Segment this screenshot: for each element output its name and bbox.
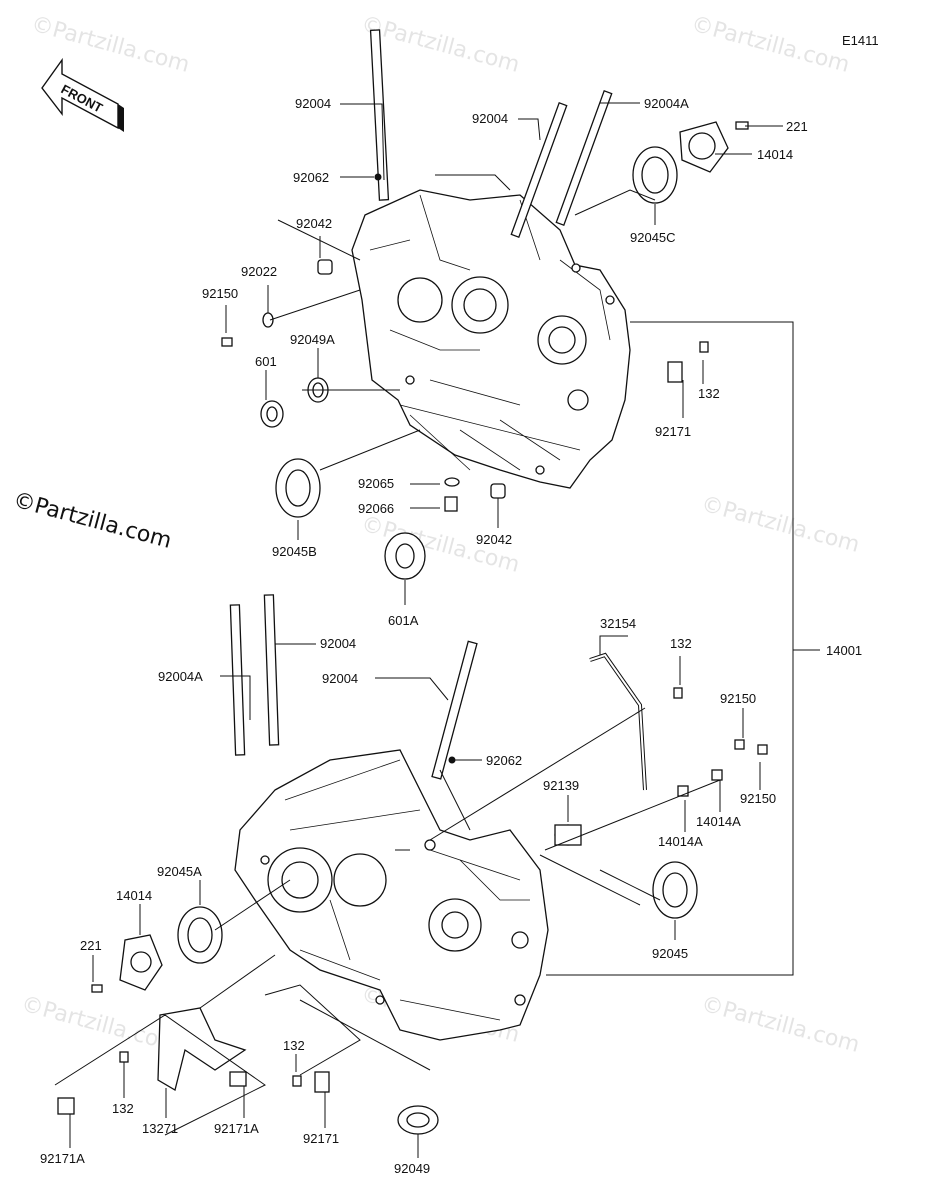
bolt-92150-right-a xyxy=(734,739,745,750)
label-601A: 601A xyxy=(388,613,419,628)
label-92049: 92049 xyxy=(394,1161,430,1176)
label-92049A: 92049A xyxy=(290,332,335,347)
stud-92004-lower-right xyxy=(431,640,478,780)
label-92171A: 92171A xyxy=(40,1151,85,1166)
label-221: 221 xyxy=(80,938,102,953)
dowel-92042-lower xyxy=(490,483,506,499)
diagram-code: E1411 xyxy=(842,33,879,48)
bearing-92045B xyxy=(275,458,321,518)
lower-crankcase-half xyxy=(234,749,549,1041)
label-92004A: 92004A xyxy=(158,669,203,684)
label-14014: 14014 xyxy=(757,147,793,162)
label-92045: 92045 xyxy=(652,946,688,961)
label-92045C: 92045C xyxy=(630,230,676,245)
watermark: ©Partzilla.com xyxy=(698,492,862,558)
pin-92062-lower xyxy=(448,756,456,764)
bolt-221-lower xyxy=(91,984,103,993)
label-221: 221 xyxy=(786,119,808,134)
clip-14014A-left xyxy=(677,785,689,797)
label-92139: 92139 xyxy=(543,778,579,793)
label-92066: 92066 xyxy=(358,501,394,516)
watermark: ©Partzilla.com xyxy=(688,12,852,78)
bolt-132-lower-right xyxy=(673,687,683,699)
bearing-92045A xyxy=(177,906,223,964)
label-14014A: 14014A xyxy=(658,834,703,849)
label-92004: 92004 xyxy=(320,636,356,651)
bushing-92139 xyxy=(554,824,582,846)
label-92045B: 92045B xyxy=(272,544,317,559)
watermark: ©Partzilla.com xyxy=(18,992,182,1058)
label-92045A: 92045A xyxy=(157,864,202,879)
partzilla-logo: ©Partzilla.com xyxy=(10,488,174,554)
stud-92004-upper-mid xyxy=(510,102,568,238)
washer-92065 xyxy=(444,477,460,487)
pipe-32154 xyxy=(589,652,647,791)
label-92042: 92042 xyxy=(296,216,332,231)
stud-92004-lower-left xyxy=(263,594,280,746)
leader-lines xyxy=(54,102,820,1158)
bolt-92150-upper xyxy=(221,337,233,347)
label-92065: 92065 xyxy=(358,476,394,491)
label-132: 132 xyxy=(698,386,720,401)
label-132: 132 xyxy=(112,1101,134,1116)
label-92171: 92171 xyxy=(655,424,691,439)
label-601: 601 xyxy=(255,354,277,369)
front-arrow-icon: FRONT xyxy=(41,57,124,132)
stud-92004A-upper xyxy=(555,90,613,226)
label-92042: 92042 xyxy=(476,532,512,547)
label-132: 132 xyxy=(670,636,692,651)
label-14001: 14001 xyxy=(826,643,862,658)
label-13271: 13271 xyxy=(142,1121,178,1136)
label-14014A: 14014A xyxy=(696,814,741,829)
bracket-92171-upper xyxy=(667,361,683,383)
label-92004: 92004 xyxy=(295,96,331,111)
label-92022: 92022 xyxy=(241,264,277,279)
bolt-132-lower-mid xyxy=(292,1075,302,1087)
bolt-92150-right-b xyxy=(757,744,768,755)
label-92004A: 92004A xyxy=(644,96,689,111)
plate-14014-lower xyxy=(119,934,163,991)
bracket-92171-lower xyxy=(314,1071,330,1093)
bolt-132-lower-left xyxy=(119,1051,129,1063)
bearing-601A xyxy=(384,532,426,580)
label-92171A: 92171A xyxy=(214,1121,259,1136)
plug-92066 xyxy=(444,496,458,512)
stud-92004A-lower xyxy=(229,604,246,756)
cover-13271 xyxy=(157,1007,247,1092)
stud-92004-upper-left xyxy=(369,29,390,201)
label-92150: 92150 xyxy=(740,791,776,806)
watermark: ©Partzilla.com xyxy=(698,992,862,1058)
part-labels: 92004 92004 92004A 221 14014 92062 92045… xyxy=(40,96,862,1176)
bolt-132-upper xyxy=(699,341,709,353)
label-92171: 92171 xyxy=(303,1131,339,1146)
label-92004: 92004 xyxy=(472,111,508,126)
bracket-92171A-left xyxy=(57,1097,75,1115)
label-92150: 92150 xyxy=(202,286,238,301)
label-92062: 92062 xyxy=(293,170,329,185)
seal-92049 xyxy=(397,1105,439,1135)
watermark: ©Partzilla.com xyxy=(28,12,192,78)
label-92062: 92062 xyxy=(486,753,522,768)
label-32154: 32154 xyxy=(600,616,636,631)
clip-14014A-right xyxy=(711,769,723,781)
bearing-92045 xyxy=(652,861,698,919)
bearing-601 xyxy=(260,400,284,428)
label-132: 132 xyxy=(283,1038,305,1053)
label-92150: 92150 xyxy=(720,691,756,706)
pin-92062-upper xyxy=(374,173,382,181)
dowel-92042-upper xyxy=(317,259,333,275)
bracket-92171A-right xyxy=(229,1071,247,1087)
bearing-92045C xyxy=(632,146,678,204)
label-14014: 14014 xyxy=(116,888,152,903)
plate-14014-top xyxy=(679,121,729,173)
upper-crankcase-half xyxy=(351,189,631,489)
label-92004: 92004 xyxy=(322,671,358,686)
watermark: ©Partzilla.com xyxy=(358,12,522,78)
